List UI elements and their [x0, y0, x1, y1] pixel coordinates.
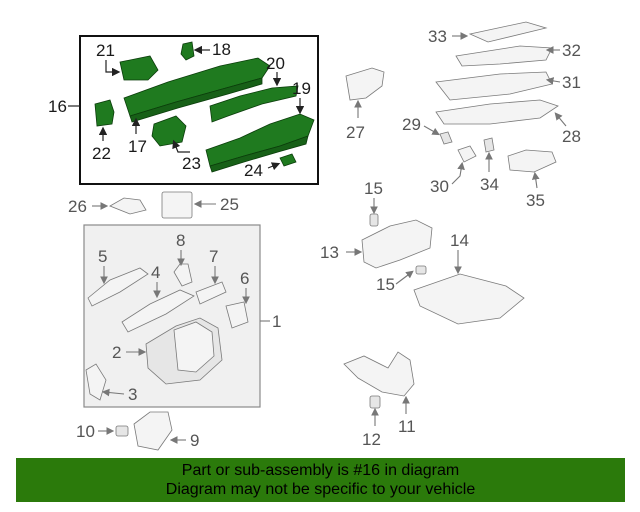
- part-18-piece[interactable]: [180, 41, 195, 61]
- part-15-upper[interactable]: [369, 213, 379, 227]
- callout-1: 1: [272, 312, 281, 331]
- part-30[interactable]: [457, 145, 477, 163]
- callout-23: 23: [182, 154, 201, 173]
- callout-21: 21: [96, 41, 115, 60]
- part-22-block[interactable]: [94, 99, 115, 127]
- callout-2: 2: [112, 343, 121, 362]
- part-26[interactable]: [109, 197, 147, 215]
- callout-34: 34: [480, 175, 499, 194]
- part-21-bracket[interactable]: [119, 55, 159, 81]
- callout-15-upper: 15: [364, 179, 383, 198]
- part-27[interactable]: [345, 67, 385, 101]
- callout-26: 26: [68, 197, 87, 216]
- part-29[interactable]: [439, 131, 453, 145]
- banner-line-1: Part or sub-assembly is #16 in diagram: [181, 462, 460, 479]
- callout-5: 5: [98, 247, 107, 266]
- callout-20: 20: [266, 54, 285, 73]
- callout-13: 13: [320, 243, 339, 262]
- callout-29: 29: [402, 115, 421, 134]
- part-24-clip[interactable]: [279, 153, 297, 167]
- part-10[interactable]: [115, 425, 129, 437]
- callout-8: 8: [176, 231, 185, 250]
- callout-15-lower: 15: [376, 275, 395, 294]
- part-20-rail[interactable]: [209, 85, 299, 123]
- callout-16: 16: [48, 97, 67, 116]
- callout-35: 35: [526, 191, 545, 210]
- callout-3: 3: [128, 385, 137, 404]
- callout-4: 4: [151, 263, 160, 282]
- callout-25: 25: [220, 195, 239, 214]
- part-34[interactable]: [483, 137, 495, 153]
- callout-9: 9: [190, 431, 199, 450]
- callout-22: 22: [92, 144, 111, 163]
- part-28[interactable]: [435, 99, 559, 125]
- callout-33: 33: [428, 27, 447, 46]
- part-13[interactable]: [361, 219, 433, 269]
- part-5[interactable]: [87, 267, 149, 307]
- part-25[interactable]: [161, 191, 193, 219]
- part-4[interactable]: [121, 289, 195, 333]
- callout-27: 27: [346, 123, 365, 142]
- part-11[interactable]: [343, 351, 415, 397]
- part-31[interactable]: [435, 71, 553, 101]
- callout-28: 28: [562, 127, 581, 146]
- callout-18: 18: [212, 40, 231, 59]
- callout-7: 7: [209, 247, 218, 266]
- callout-31: 31: [562, 73, 581, 92]
- callout-12: 12: [362, 430, 381, 449]
- part-33[interactable]: [468, 21, 548, 43]
- callout-17: 17: [128, 137, 147, 156]
- banner-line-2: Diagram may not be specific to your vehi…: [165, 481, 476, 498]
- part-15-lower[interactable]: [415, 265, 427, 275]
- info-banner: Part or sub-assembly is #16 in diagram D…: [16, 458, 625, 502]
- part-7[interactable]: [195, 281, 227, 305]
- part-35[interactable]: [507, 149, 557, 173]
- part-9[interactable]: [133, 411, 173, 451]
- part-32[interactable]: [455, 45, 553, 67]
- part-12[interactable]: [369, 395, 381, 409]
- callout-11: 11: [398, 417, 416, 436]
- callout-32: 32: [562, 41, 581, 60]
- callout-30: 30: [430, 177, 449, 196]
- part-14[interactable]: [413, 273, 525, 325]
- callout-14: 14: [450, 231, 469, 250]
- part-6[interactable]: [225, 301, 249, 329]
- callout-19: 19: [292, 79, 311, 98]
- assembly-16-box[interactable]: [79, 35, 319, 185]
- callout-6: 6: [240, 269, 249, 288]
- part-23-box[interactable]: [151, 115, 187, 147]
- callout-10: 10: [76, 422, 95, 441]
- callout-24: 24: [244, 161, 263, 180]
